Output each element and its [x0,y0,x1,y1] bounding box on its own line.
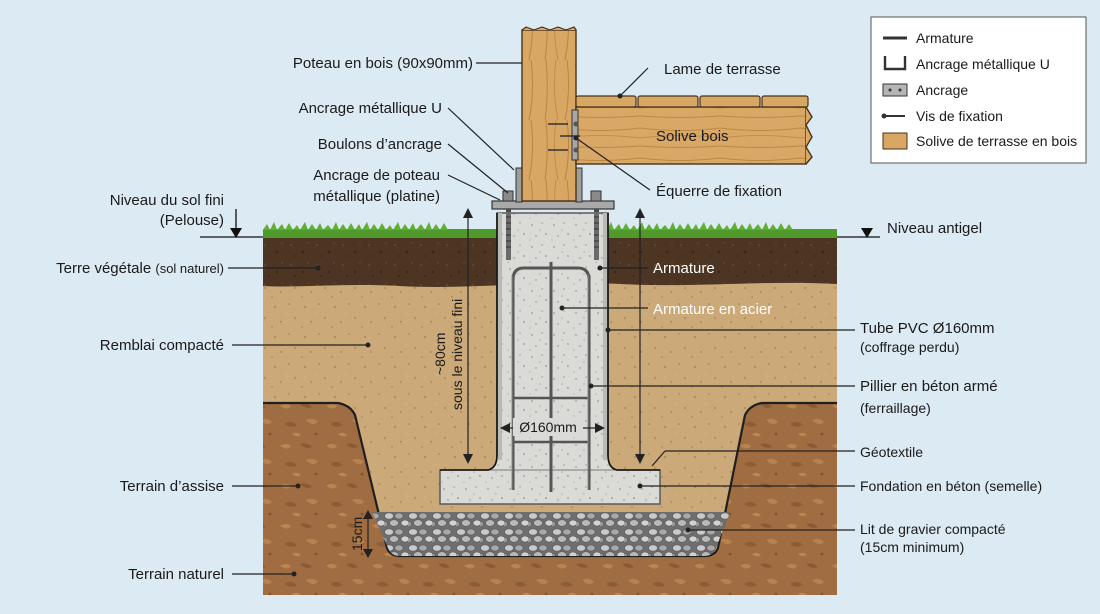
depth-label-2: sous le niveau fini [449,299,465,410]
concrete-foundation [439,200,661,505]
geotextile-membrane [440,213,498,471]
label-poteau: Poteau en bois (90x90mm) [293,55,473,72]
diameter-dimension: Ø160mm [500,418,605,436]
legend-item-ancrage-u: Ancrage métallique U [883,56,1050,72]
label-pillier-2: (ferraillage) [860,400,931,416]
label-remblai: Remblai compacté [100,337,224,354]
label-equerre: Équerre de fixation [656,183,782,200]
label-armature-acier: Armature en acier [653,301,772,318]
gravel-depth-dimension: 15cm [349,510,373,558]
label-terrain-assise: Terrain d’assise [120,478,224,495]
gravel-depth-label: 15cm [349,517,365,551]
u-bracket-right [575,167,583,203]
legend-box: Armature Ancrage métallique U Ancrage Vi… [870,16,1087,164]
depth-dimension: ~80cm sous le niveau fini [432,208,645,464]
u-bracket-left [515,167,523,203]
label-boulons: Boulons d’ancrage [318,136,442,153]
diameter-label: Ø160mm [519,419,577,435]
wooden-post [521,29,577,202]
u-bracket-icon [883,56,907,71]
label-terre-vegetale: Terre végétale (sol naturel) [56,260,224,277]
label-sol-fini-1: Niveau du sol fini [110,192,224,209]
label-tube-2: (coffrage perdu) [860,339,959,355]
legend-item-ancrage: Ancrage [882,82,968,98]
label-pillier-1: Pillier en béton armé [860,378,998,395]
label-tube-1: Tube PVC Ø160mm [860,320,995,337]
label-terrain-naturel: Terrain naturel [128,566,224,583]
label-fondation: Fondation en béton (semelle) [860,478,1042,494]
wood-joist-swatch-icon [882,132,908,150]
ground-level-arrow-icon [230,228,242,238]
label-geotextile: Géotextile [860,444,923,460]
label-gravier-1: Lit de gravier compacté [860,521,1006,537]
frost-level-arrow-icon [861,228,873,238]
depth-label-1: ~80cm [432,333,448,375]
label-lame: Lame de terrasse [664,61,781,78]
label-solive: Solive bois [656,128,729,145]
label-platine-2: métallique (platine) [313,188,440,205]
steel-rebar-cage [511,262,591,492]
label-sol-fini-2: (Pelouse) [160,212,224,229]
label-platine-1: Ancrage de poteau [313,167,440,184]
legend-item-armature: Armature [883,30,974,46]
label-armature: Armature [653,260,715,277]
svg-text:Solive de terrasse en bois: Solive de terrasse en bois [916,133,1077,149]
gravel-bed [372,512,730,556]
svg-text:Armature: Armature [916,30,974,46]
deck-boards [575,95,809,108]
svg-text:Ancrage métallique U: Ancrage métallique U [916,56,1050,72]
label-antigel: Niveau antigel [887,220,982,237]
anchor-plate-icon [882,83,908,97]
label-ancrage-u: Ancrage métallique U [299,100,442,117]
screw-icon [573,121,579,127]
label-gravier-2: (15cm minimum) [860,539,964,555]
legend-item-vis: Vis de fixation [881,108,1003,124]
svg-text:Ancrage: Ancrage [916,82,968,98]
legend-item-solive: Solive de terrasse en bois [882,132,1077,150]
svg-text:Vis de fixation: Vis de fixation [916,108,1003,124]
wooden-joist [575,106,807,165]
